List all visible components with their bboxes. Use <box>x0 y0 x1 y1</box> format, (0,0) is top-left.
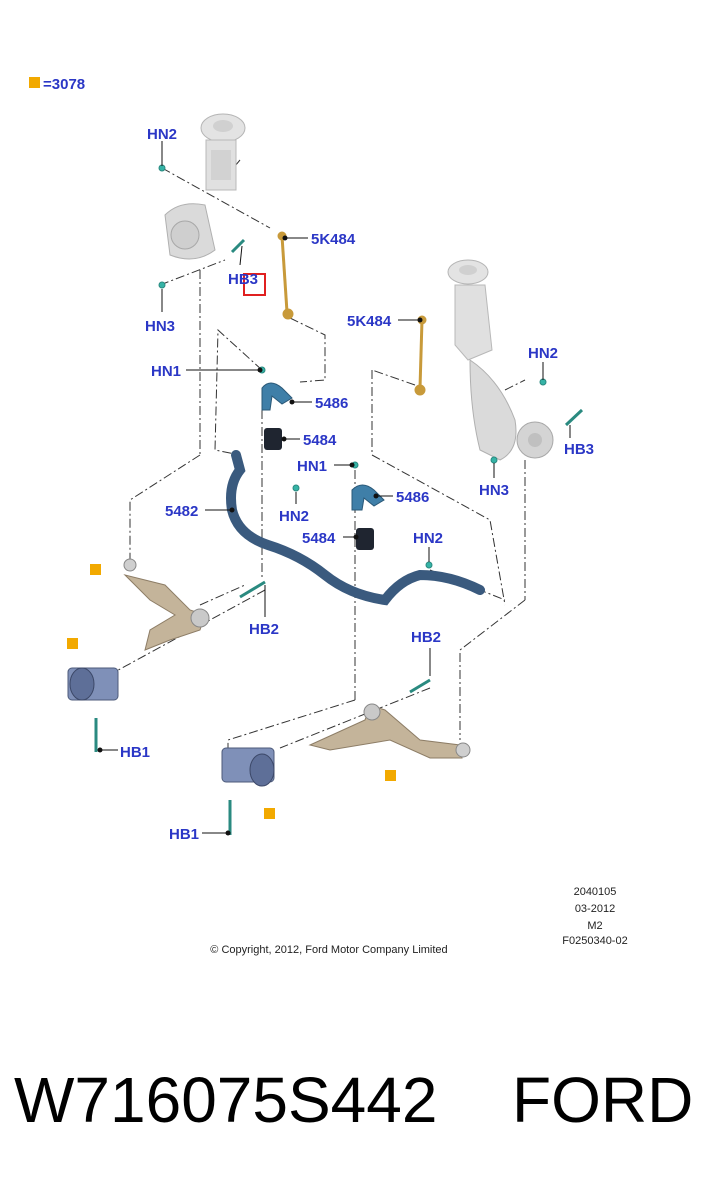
lower-control-arm-left <box>123 558 210 651</box>
leader-dots <box>97 235 423 836</box>
callout-5486: 5486 <box>396 489 429 506</box>
left-strut-knuckle <box>164 113 246 260</box>
callout-hn2: HN2 <box>413 530 443 547</box>
bushing-5484-left <box>264 428 282 450</box>
callout-5k484: 5K484 <box>311 231 356 248</box>
diagram-revision: M2 <box>587 920 602 932</box>
bracket-5486-right <box>351 484 385 511</box>
diagram-reference: F0250340-02 <box>562 935 627 947</box>
right-strut-knuckle <box>447 259 554 461</box>
callout-hb2: HB2 <box>249 621 279 638</box>
fasteners <box>94 164 584 835</box>
legend-label: =3078 <box>43 76 85 93</box>
callout-5k484: 5K484 <box>347 313 392 330</box>
callout-hn2: HN2 <box>528 345 558 362</box>
callout-5484: 5484 <box>303 432 337 449</box>
rear-bushing-left <box>67 667 119 701</box>
lower-control-arm-right <box>308 703 471 759</box>
callout-hb3: HB3 <box>228 271 258 288</box>
callout-hn2: HN2 <box>147 126 177 143</box>
part-number: W716075S442 <box>14 1064 438 1136</box>
callout-5484: 5484 <box>302 530 336 547</box>
leader-lines <box>100 141 571 834</box>
exploded-parts-diagram: =3078 <box>29 76 628 956</box>
callout-hn2: HN2 <box>279 508 309 525</box>
callout-5482: 5482 <box>165 503 198 520</box>
callout-hb2: HB2 <box>411 629 441 646</box>
callout-hn3: HN3 <box>145 318 175 335</box>
bushing-5484-right <box>356 528 374 550</box>
callout-hb1: HB1 <box>169 826 199 843</box>
callout-hn1: HN1 <box>151 363 181 380</box>
copyright: © Copyright, 2012, Ford Motor Company Li… <box>210 944 447 956</box>
brand-name: FORD <box>512 1064 694 1136</box>
callout-hb1: HB1 <box>120 744 150 761</box>
callout-hn1: HN1 <box>297 458 327 475</box>
marker-3078 <box>67 564 396 819</box>
callout-5486: 5486 <box>315 395 348 412</box>
callout-hn3: HN3 <box>479 482 509 499</box>
callout-hb3: HB3 <box>564 441 594 458</box>
highlight-box <box>243 273 266 296</box>
diagram-code: 2040105 <box>574 886 617 898</box>
rear-bushing-right <box>221 747 275 787</box>
diagram-date: 03-2012 <box>575 903 615 915</box>
legend-marker <box>29 77 40 88</box>
bracket-5486-left <box>261 382 293 411</box>
